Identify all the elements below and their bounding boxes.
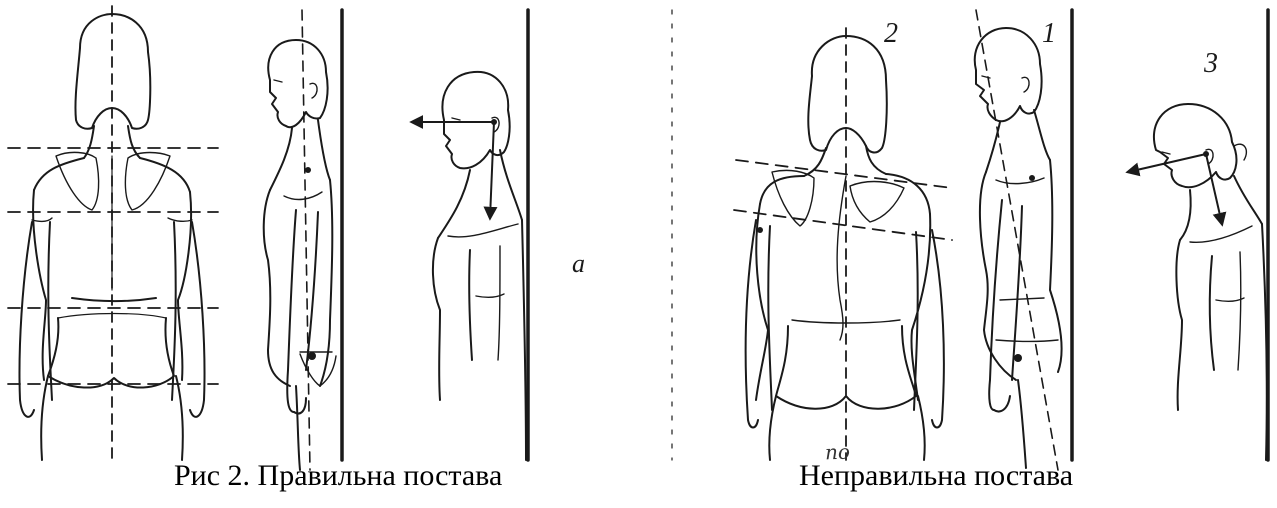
caption-incorrect-posture: Неправильна постава <box>799 458 1073 494</box>
incorrect-back-view-figure <box>746 36 944 460</box>
label-2: 2 <box>884 18 898 49</box>
caption-correct-posture: Рис 2. Правильна постава <box>174 458 502 494</box>
label-a: a <box>572 249 585 278</box>
correct-side-view-figure <box>264 40 336 470</box>
correct-vertical-arrow <box>490 122 494 218</box>
correct-head-view-figure <box>433 72 526 460</box>
incorrect-vertical-arrow <box>1206 154 1222 224</box>
label-3: 3 <box>1203 48 1218 79</box>
incorrect-level-lines <box>734 160 952 240</box>
incorrect-side-plumb-line <box>976 10 1058 470</box>
incorrect-head-view-figure <box>1154 104 1267 460</box>
label-1: 1 <box>1042 18 1056 49</box>
